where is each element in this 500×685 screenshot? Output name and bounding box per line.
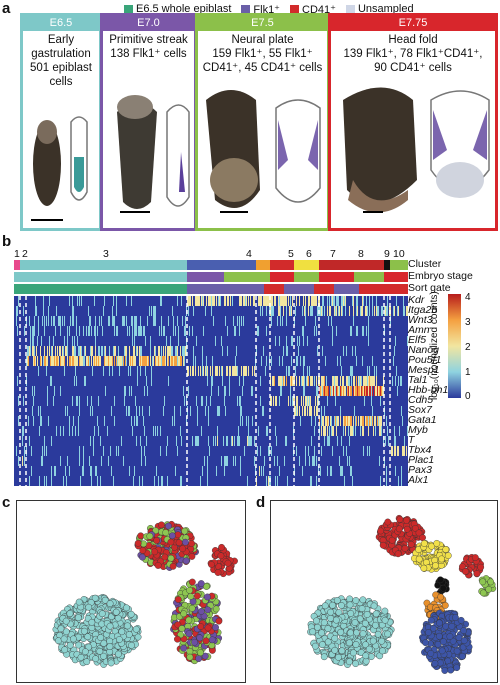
colorbar-tick: 3 [465, 317, 471, 328]
cluster-number-8: 8 [358, 248, 364, 260]
row-label-sort-gate: Sort gate [408, 282, 451, 294]
stage-line: 139 Flk1⁺, 78 Flk1⁺CD41⁺, [343, 48, 483, 60]
stage-line: Primitive streak [109, 34, 188, 46]
colorbar-tick: 1 [465, 367, 471, 378]
gene-label-tal1: Tal1 [408, 374, 428, 386]
row-label-cluster: Cluster [408, 258, 442, 270]
gene-label-pax3: Pax3 [408, 464, 432, 476]
cluster-number-4: 4 [246, 248, 252, 260]
colorbar-tick: 4 [465, 292, 471, 303]
stage-line: CD41⁺, 45 CD41⁺ cells [202, 62, 323, 74]
cell-type-legend: E6.5 whole epiblast Flk1⁺ CD41⁺ Unsample… [124, 2, 414, 16]
legend-label: Unsampled [357, 3, 414, 15]
embryo-image-e70 [117, 95, 190, 213]
stage-line: 90 CD41⁺ cells [374, 62, 452, 74]
legend-swatch [290, 4, 299, 14]
cluster-number-6: 6 [306, 248, 312, 260]
gene-label-wnt3: Wnt3 [408, 314, 433, 326]
stage-box-e775: E7.75 Head fold 139 Flk1⁺, 78 Flk1⁺CD41⁺… [328, 13, 498, 231]
stage-name: E7.5 [198, 16, 327, 31]
gene-label-hbb-bh1: Hbb-bh1 [408, 384, 449, 396]
gene-label-nanog: Nanog [408, 344, 439, 356]
stage-line: Early [47, 34, 75, 46]
gene-label-plac1: Plac1 [408, 454, 435, 466]
legend-item-flk1: Flk1⁺ [241, 3, 280, 16]
gene-label-alx1: Alx1 [408, 474, 429, 486]
legend-item-unsampled: Unsampled [345, 3, 414, 15]
gene-label-kdr: Kdr [408, 294, 425, 306]
stage-line: Neural plate [231, 34, 294, 46]
embryo-image-e775 [343, 87, 490, 213]
stage-name: E7.0 [103, 16, 194, 31]
stage-box-e70: E7.0 Primitive streak 138 Flk1⁺ cells [100, 13, 197, 231]
gene-label-tbx4: Tbx4 [408, 444, 432, 456]
panel-label-a: a [2, 0, 11, 17]
gene-label-elf5: Elf5 [408, 334, 427, 346]
colorbar-tick: 0 [465, 391, 471, 402]
stage-line: 138 Flk1⁺ cells [110, 48, 187, 60]
stage-line: Head fold [388, 34, 438, 46]
legend-label: E6.5 whole epiblast [136, 3, 232, 15]
gene-label-cdh5: Cdh5 [408, 394, 434, 406]
colorbar-label: log₁₀(normalized counts) [429, 291, 440, 400]
stage-line: 159 Flk1⁺, 55 Flk1⁺ [212, 48, 313, 60]
panel-label-b: b [2, 233, 12, 250]
legend-swatch [241, 4, 251, 14]
gene-label-mesp1: Mesp1 [408, 364, 440, 376]
colorbar-tick: 2 [465, 342, 471, 353]
stage-description: Head fold 139 Flk1⁺, 78 Flk1⁺CD41⁺, 90 C… [331, 33, 495, 75]
cluster-number-9: 9 [384, 248, 390, 260]
stage-name: E6.5 [23, 16, 99, 31]
row-label-embryo-stage: Embryo stage [408, 270, 473, 282]
cluster-number-2: 2 [22, 248, 28, 260]
cluster-number-7: 7 [330, 248, 336, 260]
stage-box-e65: E6.5 Early gastrulation 501 epiblast cel… [20, 13, 102, 231]
gene-label-myb: Myb [408, 424, 428, 436]
legend-label: CD41⁺ [302, 3, 336, 16]
stage-line: 501 epiblast [29, 62, 93, 74]
legend-swatch [345, 4, 355, 14]
stage-line: gastrulation [31, 48, 91, 60]
colorbar [448, 294, 461, 398]
legend-item-cd41: CD41⁺ [290, 3, 336, 16]
stage-line: cells [49, 76, 73, 88]
gene-label-itga2b: Itga2b [408, 304, 438, 316]
cluster-number-1: 1 [14, 248, 20, 260]
stage-name: E7.75 [331, 16, 495, 31]
embryo-image-e75 [206, 90, 321, 213]
gene-label-sox7: Sox7 [408, 404, 432, 416]
panel-label-c: c [2, 494, 11, 511]
stage-box-e75: E7.5 Neural plate 159 Flk1⁺, 55 Flk1⁺ CD… [195, 13, 330, 231]
stage-description: Neural plate 159 Flk1⁺, 55 Flk1⁺ CD41⁺, … [198, 33, 327, 75]
cluster-number-3: 3 [103, 248, 109, 260]
gene-label-pou5f1: Pou5f1 [408, 354, 442, 366]
legend-label: Flk1⁺ [253, 3, 280, 16]
embryo-image-e65 [31, 116, 88, 221]
stage-description: Primitive streak 138 Flk1⁺ cells [103, 33, 194, 61]
gene-label-t: T [408, 434, 415, 446]
panel-label-d: d [256, 494, 266, 511]
stage-description: Early gastrulation 501 epiblast cells [23, 33, 99, 89]
cluster-number-10: 10 [393, 248, 405, 260]
tsne-plot-by-cluster [270, 500, 498, 683]
gene-label-amn: Amn [408, 324, 430, 336]
cluster-number-5: 5 [288, 248, 294, 260]
tsne-plot-by-stage [16, 500, 246, 683]
legend-swatch [124, 4, 133, 14]
expression-heatmap [14, 260, 408, 486]
gene-label-gata1: Gata1 [408, 414, 437, 426]
legend-item-epiblast: E6.5 whole epiblast [124, 3, 231, 15]
